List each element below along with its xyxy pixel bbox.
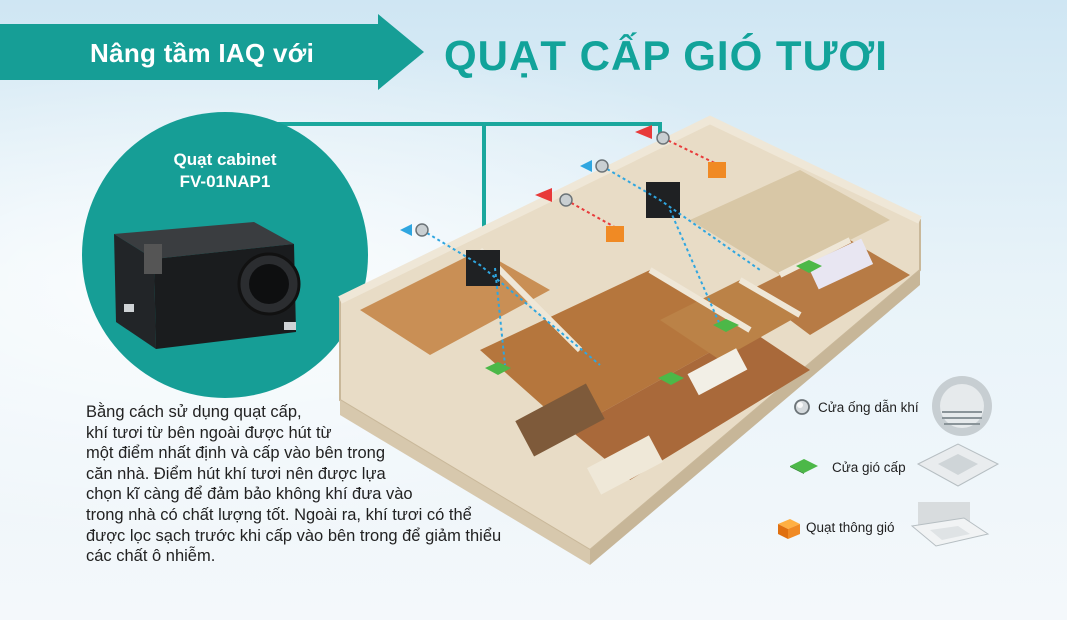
cabinet-fan-image	[114, 222, 301, 349]
header-banner-arrow	[0, 14, 424, 90]
header-banner-text: Nâng tầm IAQ với	[90, 38, 315, 68]
duct-port-icon	[794, 399, 810, 415]
description-line: căn nhà. Điểm hút khí tươi nên được lựa	[86, 464, 386, 483]
description-line: chọn kĩ càng để đảm bảo không khí đưa và…	[86, 485, 413, 504]
cabinet-fan-badge: Quạt cabinet FV-01NAP1	[82, 112, 368, 398]
description-line: các chất ô nhiễm.	[86, 547, 216, 566]
description-text: Bằng cách sử dụng quạt cấp, khí tươi từ …	[86, 402, 556, 567]
description-line: trong nhà có chất lượng tốt. Ngoài ra, k…	[86, 505, 472, 524]
description-line: được lọc sạch trước khi cấp vào bên tron…	[86, 526, 502, 545]
ventilation-fan-icon	[778, 519, 800, 539]
cabinet-fan-name: Quạt cabinet	[173, 150, 277, 169]
legend-supply-grille-label: Cửa gió cấp	[832, 460, 906, 475]
description-line: khí tươi từ bên ngoài được hút từ	[86, 423, 332, 442]
legend-ventilation-fan-label: Quạt thông gió	[806, 520, 895, 535]
supply-grille-product-image	[916, 443, 1000, 487]
cabinet-fan-model: FV-01NAP1	[179, 172, 271, 191]
description-line: Bằng cách sử dụng quạt cấp,	[86, 403, 302, 421]
house-floor-plan-illustration	[338, 115, 922, 565]
description-line: một điểm nhất định và cấp vào bên trong	[86, 444, 386, 463]
page-title: QUẠT CẤP GIÓ TƯƠI	[444, 32, 888, 79]
legend-duct-port-label: Cửa ống dẫn khí	[818, 400, 919, 415]
duct-port-product-image	[932, 376, 992, 436]
supply-grille-icon	[790, 459, 818, 474]
ventilation-fan-product-image	[910, 502, 990, 547]
